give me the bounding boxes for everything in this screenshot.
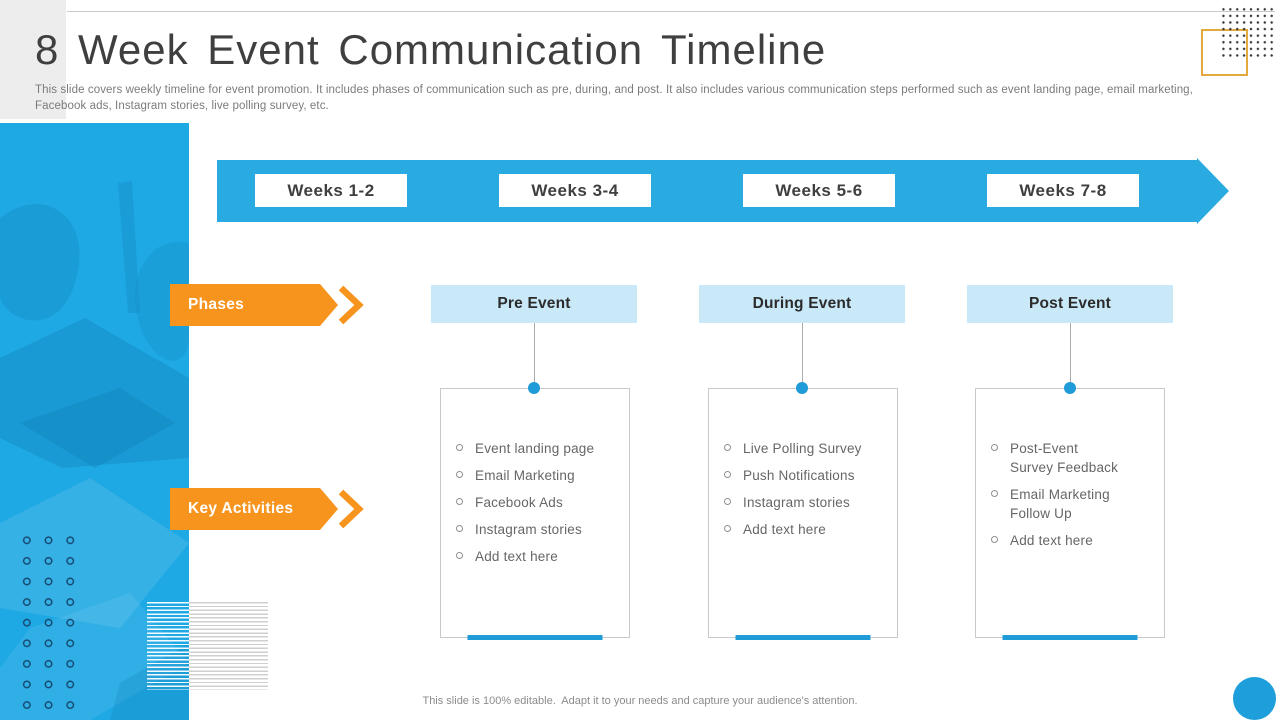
circle-bullet-icon — [456, 498, 463, 505]
activity-list: Post-Event Survey Feedback Email Marketi… — [976, 389, 1164, 550]
circle-bullet-icon — [456, 444, 463, 451]
activity-card-during-event: Live Polling Survey Push Notifications I… — [708, 388, 898, 640]
connector-line — [1070, 323, 1071, 383]
activity-item: Facebook Ads — [456, 493, 621, 512]
connector-dot — [796, 382, 808, 394]
connector-dot — [1064, 382, 1076, 394]
circle-bullet-icon — [456, 471, 463, 478]
phase-header-pre-event: Pre Event — [431, 285, 637, 323]
activity-item: Live Polling Survey — [724, 439, 889, 458]
page-title: 8 Week Event Communication Timeline — [35, 26, 827, 73]
circle-bullet-icon — [724, 525, 731, 532]
activity-item-placeholder[interactable]: Add text here — [724, 520, 889, 539]
activity-item: Event landing page — [456, 439, 621, 458]
circle-grid-decoration — [16, 530, 82, 715]
top-divider-line — [67, 11, 1275, 12]
week-label-3: Weeks 5-6 — [743, 174, 895, 207]
activity-item-placeholder[interactable]: Add text here — [456, 547, 621, 566]
circle-bullet-icon — [456, 552, 463, 559]
stripe-decoration-right — [189, 602, 268, 690]
circle-bullet-icon — [991, 536, 998, 543]
corner-accent-block — [0, 0, 66, 119]
phase-header-during-event: During Event — [699, 285, 905, 323]
circle-bullet-icon — [456, 525, 463, 532]
circle-bullet-icon — [724, 444, 731, 451]
activity-item: Email Marketing — [456, 466, 621, 485]
corner-circle-decoration — [1233, 677, 1276, 720]
side-photo — [0, 123, 189, 720]
dot-grid-decoration — [1220, 6, 1275, 59]
circle-bullet-icon — [724, 471, 731, 478]
circle-bullet-icon — [724, 498, 731, 505]
activity-card-post-event: Post-Event Survey Feedback Email Marketi… — [975, 388, 1165, 640]
activity-item: Instagram stories — [724, 493, 889, 512]
duotone-photo-illustration — [0, 123, 189, 720]
week-label-1: Weeks 1-2 — [255, 174, 407, 207]
timeline-arrow-tip — [1197, 158, 1229, 224]
slide-description: This slide covers weekly timeline for ev… — [35, 84, 1193, 112]
activity-item-placeholder[interactable]: Add text here — [991, 531, 1156, 550]
activity-list: Live Polling Survey Push Notifications I… — [709, 389, 897, 539]
row-label-phases: Phases — [170, 284, 375, 326]
activity-item: Push Notifications — [724, 466, 889, 485]
card-accent-line — [735, 635, 871, 640]
activity-item: Email Marketing Follow Up — [991, 485, 1156, 523]
phases-label: Phases — [188, 296, 245, 313]
activity-list: Event landing page Email Marketing Faceb… — [441, 389, 629, 566]
connector-dot — [528, 382, 540, 394]
footer-note: This slide is 100% editable. Adapt it to… — [422, 695, 858, 707]
card-accent-line — [1002, 635, 1138, 640]
orange-arrow-icon — [170, 284, 364, 326]
phase-header-post-event: Post Event — [967, 285, 1173, 323]
row-label-key-activities: Key Activities — [170, 488, 375, 530]
connector-line — [534, 323, 535, 383]
circle-bullet-icon — [991, 444, 998, 451]
connector-line — [802, 323, 803, 383]
week-label-2: Weeks 3-4 — [499, 174, 651, 207]
activity-item: Instagram stories — [456, 520, 621, 539]
activity-card-pre-event: Event landing page Email Marketing Faceb… — [440, 388, 630, 640]
week-label-4: Weeks 7-8 — [987, 174, 1139, 207]
orange-arrow-icon — [170, 488, 364, 530]
circle-bullet-icon — [991, 490, 998, 497]
stripe-decoration-left — [147, 602, 189, 690]
key-activities-label: Key Activities — [188, 500, 294, 517]
card-accent-line — [467, 635, 603, 640]
activity-item: Post-Event Survey Feedback — [991, 439, 1156, 477]
